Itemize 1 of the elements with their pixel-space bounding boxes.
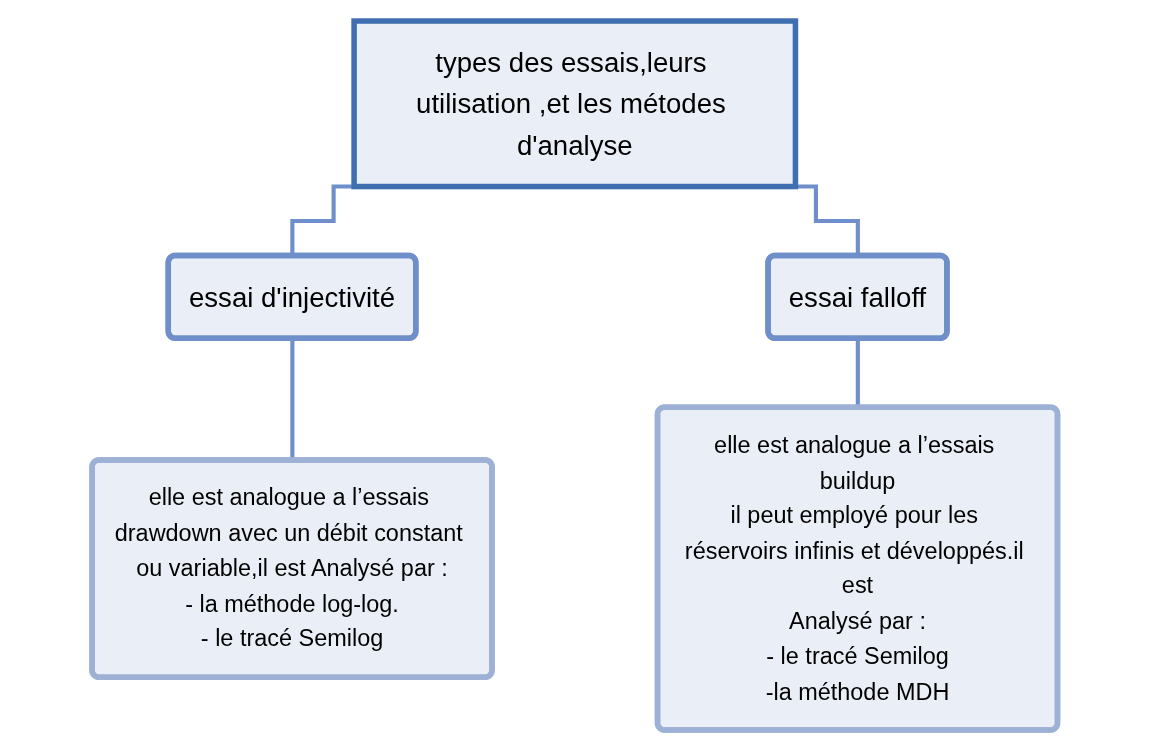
node-box: types des essais,leurs utilisation ,et les métodes d'analyse — [351, 18, 798, 190]
